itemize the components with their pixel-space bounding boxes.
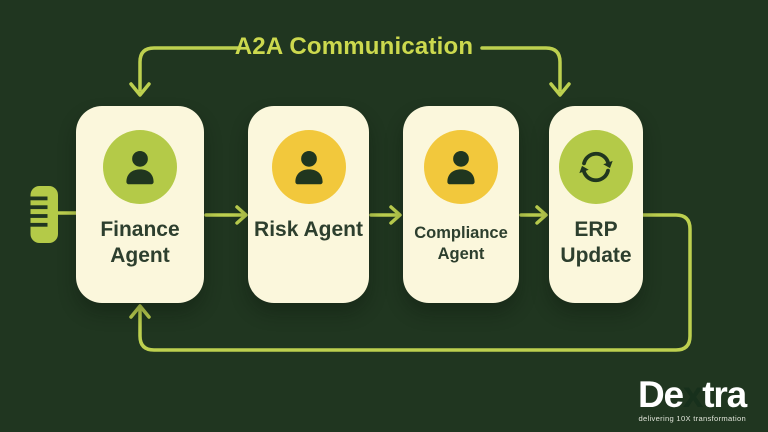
brand-wordmark: Dextra <box>638 376 747 413</box>
arrow-compliance-to-erp <box>519 205 548 225</box>
card-label: Risk Agent <box>254 218 363 241</box>
user-icon <box>424 130 498 204</box>
arrow-risk-to-compliance <box>369 205 402 225</box>
input-connector-icon <box>30 186 80 243</box>
user-icon <box>271 130 346 204</box>
card-risk-agent: Risk Agent <box>248 106 369 303</box>
card-erp-update: ERP Update <box>549 106 643 303</box>
card-label: Finance Agent <box>100 218 180 267</box>
card-label: ERP Update <box>560 218 632 267</box>
card-compliance-agent: Compliance Agent <box>403 106 519 303</box>
brand-tagline: delivering 10X transformation <box>638 414 746 423</box>
diagram-title: A2A Communication <box>234 33 474 60</box>
card-finance-agent: Finance Agent <box>76 106 204 303</box>
user-icon <box>103 130 177 204</box>
brand-prefix: De <box>638 374 684 415</box>
feedback-loop-arrow <box>129 213 692 352</box>
a2a-loop-left-arrow <box>129 46 242 97</box>
sync-icon <box>559 130 633 204</box>
dextra-logo: Dextra delivering 10X transformation <box>638 376 747 423</box>
a2a-loop-right-arrow <box>480 46 571 97</box>
brand-x-letter: x <box>682 374 704 415</box>
brand-suffix: tra <box>702 374 747 415</box>
arrow-finance-to-risk <box>204 205 248 225</box>
card-label: Compliance Agent <box>414 224 508 263</box>
